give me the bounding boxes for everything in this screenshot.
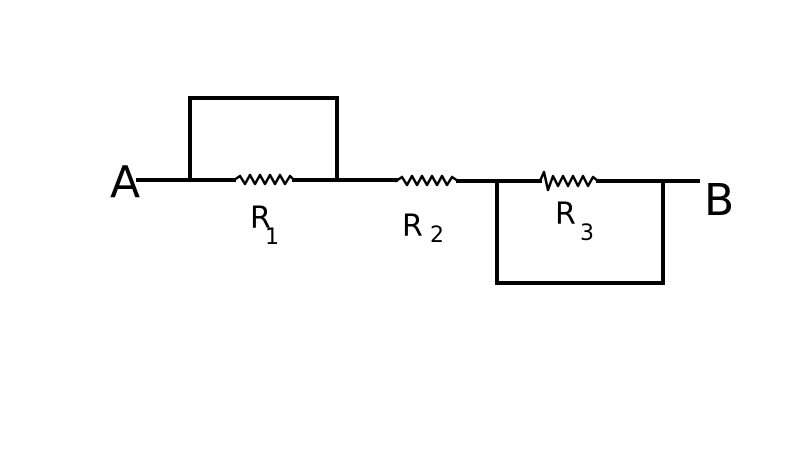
resistor-r1-label: R (250, 201, 271, 236)
short-wire-r3 (495, 179, 665, 285)
resistor-r2-subscript: 2 (430, 223, 444, 248)
terminal-a-label: A (110, 157, 140, 208)
resistor-r3-symbol (538, 170, 600, 192)
terminal-b-label: B (704, 175, 734, 226)
resistor-r2-symbol (394, 174, 460, 187)
resistor-r1-subscript: 1 (265, 225, 279, 250)
short-wire-r1 (188, 96, 339, 182)
resistor-r2-label: R (402, 209, 423, 244)
resistor-r3-label: R (555, 197, 576, 232)
resistor-r1-symbol (232, 173, 296, 186)
resistor-r3-subscript: 3 (580, 221, 594, 246)
